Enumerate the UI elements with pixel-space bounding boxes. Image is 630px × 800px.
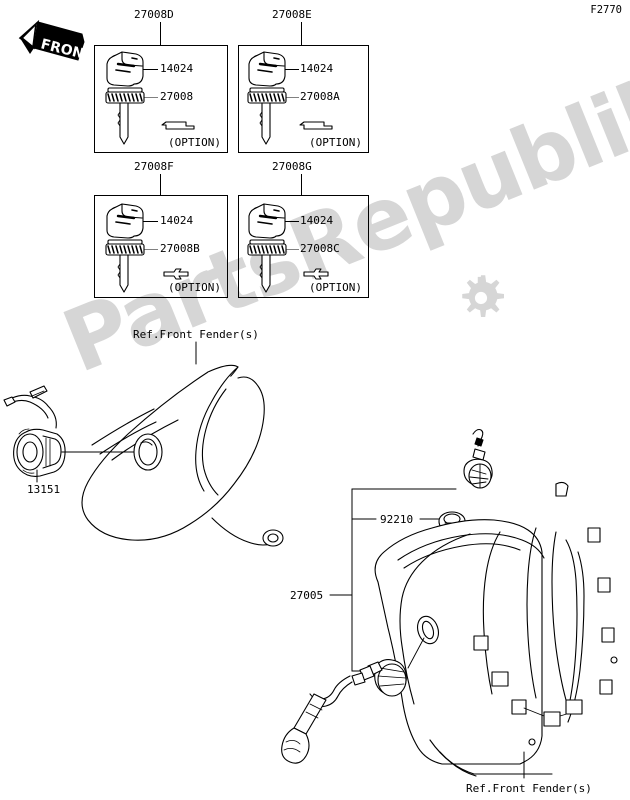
leader-line-box1 <box>160 22 161 45</box>
leader-line-box4 <box>301 174 302 195</box>
option-box-2: (OPTION) <box>238 45 369 153</box>
option-box-title-4: 27008G <box>272 160 312 173</box>
option-caption-4: (OPTION) <box>309 281 362 294</box>
callout-fender-bottom: Ref.Front Fender(s) <box>466 782 592 795</box>
callout-13151: 13151 <box>27 483 61 496</box>
part-ref-27008A-box2: 27008A <box>300 90 340 103</box>
option-box-1: (OPTION) <box>94 45 228 153</box>
option-caption-3: (OPTION) <box>168 281 221 294</box>
callout-fender-top: Ref.Front Fender(s) <box>133 328 259 341</box>
nut-92210-art <box>438 511 520 582</box>
leader-14024-box2 <box>276 69 299 70</box>
option-box-title-1: 27008D <box>134 8 174 21</box>
leader-line-box2 <box>301 22 302 45</box>
leader-27008B-box3 <box>126 249 158 250</box>
leader-27008-box1 <box>126 97 158 98</box>
option-caption-1: (OPTION) <box>168 136 221 149</box>
option-box-title-3: 27008F <box>134 160 174 173</box>
gear-icon <box>462 275 504 318</box>
leader-14024-box4 <box>276 221 299 222</box>
option-box-4: (OPTION) <box>238 195 369 298</box>
front-direction-arrow: FRONT <box>18 20 86 65</box>
part-ref-27008-box1: 27008 <box>160 90 194 103</box>
option-caption-2: (OPTION) <box>309 136 362 149</box>
callout-27005: 27005 <box>290 589 324 602</box>
front-fender-upper-art <box>81 364 284 547</box>
leader-27008A-box2 <box>268 97 299 98</box>
leader-14024-box1 <box>134 69 158 70</box>
ignition-lock-cylinder-art <box>463 428 493 489</box>
part-ref-14024-box4: 14024 <box>300 214 334 227</box>
leader-27008C-box4 <box>268 249 299 250</box>
leader-line-box3 <box>160 174 161 195</box>
part-ref-27008C-box4: 27008C <box>300 242 340 255</box>
page-code: F2770 <box>590 4 622 16</box>
ignition-switch-27005-art <box>281 637 425 764</box>
part-ref-14024-box3: 14024 <box>160 214 194 227</box>
leader-14024-box3 <box>134 221 158 222</box>
part-ref-14024-box1: 14024 <box>160 62 194 75</box>
option-box-title-2: 27008E <box>272 8 312 21</box>
callout-92210: 92210 <box>380 513 414 526</box>
front-fender-lower-art <box>374 481 618 777</box>
part-ref-14024-box2: 14024 <box>300 62 334 75</box>
part-ref-27008B-box3: 27008B <box>160 242 200 255</box>
switch-13151-art <box>3 385 66 477</box>
option-box-3: (OPTION) <box>94 195 228 298</box>
